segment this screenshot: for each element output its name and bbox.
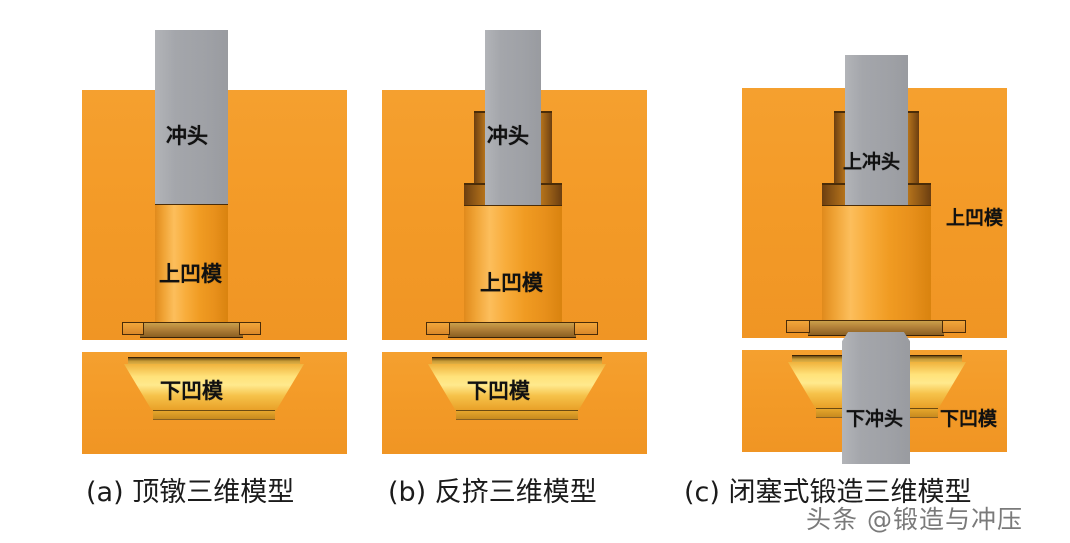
panel-c-cavity-shoulder-right — [908, 183, 931, 185]
panel-a-label-upper-die: 上凹模 — [159, 262, 222, 286]
caption-panel-a: (a) 顶镦三维模型 — [86, 477, 295, 508]
panel-b-label-upper-die: 上凹模 — [480, 271, 543, 295]
panel-b-cavity-wall-right-lower — [541, 184, 562, 206]
panel-c-cavity-edge-left-upper — [834, 111, 845, 113]
panel-c-lower-punch-block — [842, 332, 910, 464]
panel-b-cavity-wall-right-upper — [541, 112, 552, 184]
panel-b-flange-wing-left — [426, 322, 450, 335]
panel-a-billet — [155, 205, 228, 330]
panel-b-cavity-wall-left-upper — [474, 112, 485, 184]
caption-panel-b: (b) 反挤三维模型 — [388, 477, 597, 508]
panel-c-flange-wing-right — [942, 320, 966, 333]
panel-b-billet-flange — [448, 322, 576, 338]
panel-c-billet-top-edge — [822, 205, 931, 206]
panel-a-punch-inside-die — [155, 90, 228, 205]
panel-b-cavity-wall-left-lower — [464, 184, 485, 206]
panel-c-billet — [822, 206, 931, 326]
panel-c-cavity-wall-left-upper — [834, 112, 845, 184]
panel-b-cavity-shoulder-right — [541, 183, 562, 185]
panel-a-flange-wing-left — [122, 322, 144, 335]
panel-a-label-punch: 冲头 — [166, 124, 208, 148]
panel-c-label-upper-punch: 上冲头 — [843, 151, 901, 173]
panel-a-billet-top-edge — [155, 204, 228, 205]
panel-c: 上冲头 上凹模 下冲头 下凹模 — [670, 0, 1070, 543]
panel-b-label-punch: 冲头 — [487, 124, 529, 148]
panel-b-lower-die-bowl — [428, 364, 606, 412]
panel-b-cavity-shoulder-left — [464, 183, 485, 185]
panel-c-flange-wing-left — [786, 320, 810, 333]
panel-b-billet — [464, 206, 562, 330]
panel-a-bowl-lip — [128, 357, 300, 365]
caption-panel-c: (c) 闭塞式锻造三维模型 — [684, 477, 972, 508]
panel-a-billet-flange — [140, 322, 243, 338]
panel-b: 冲头 上凹模 下凹模 — [360, 0, 670, 543]
panel-a-bowl-base — [153, 410, 275, 420]
panel-b-cavity-edge-left-upper — [474, 111, 485, 113]
panel-c-cavity-wall-right-upper — [908, 112, 919, 184]
panel-c-label-upper-die: 上凹模 — [946, 207, 1004, 229]
panel-c-cavity-edge-right-upper — [908, 111, 919, 113]
panel-b-billet-top-edge — [464, 205, 562, 206]
panel-a-flange-wing-right — [239, 322, 261, 335]
panel-c-cavity-wall-right-lower — [908, 184, 931, 206]
panel-a: 冲头 上凹模 下凹模 — [0, 0, 360, 543]
panel-c-label-lower-punch: 下冲头 — [846, 408, 904, 430]
panel-a-lower-die-bowl — [124, 364, 304, 412]
panel-b-bowl-base — [456, 410, 578, 420]
panel-b-label-lower-die: 下凹模 — [467, 379, 530, 403]
panel-b-flange-wing-right — [574, 322, 598, 335]
panel-c-label-lower-die: 下凹模 — [940, 408, 998, 430]
panel-c-cavity-wall-left-lower — [822, 184, 845, 206]
panel-b-bowl-lip — [432, 357, 602, 365]
panel-c-cavity-shoulder-left — [822, 183, 845, 185]
panel-b-cavity-edge-right-upper — [541, 111, 552, 113]
panel-a-label-lower-die: 下凹模 — [160, 379, 223, 403]
